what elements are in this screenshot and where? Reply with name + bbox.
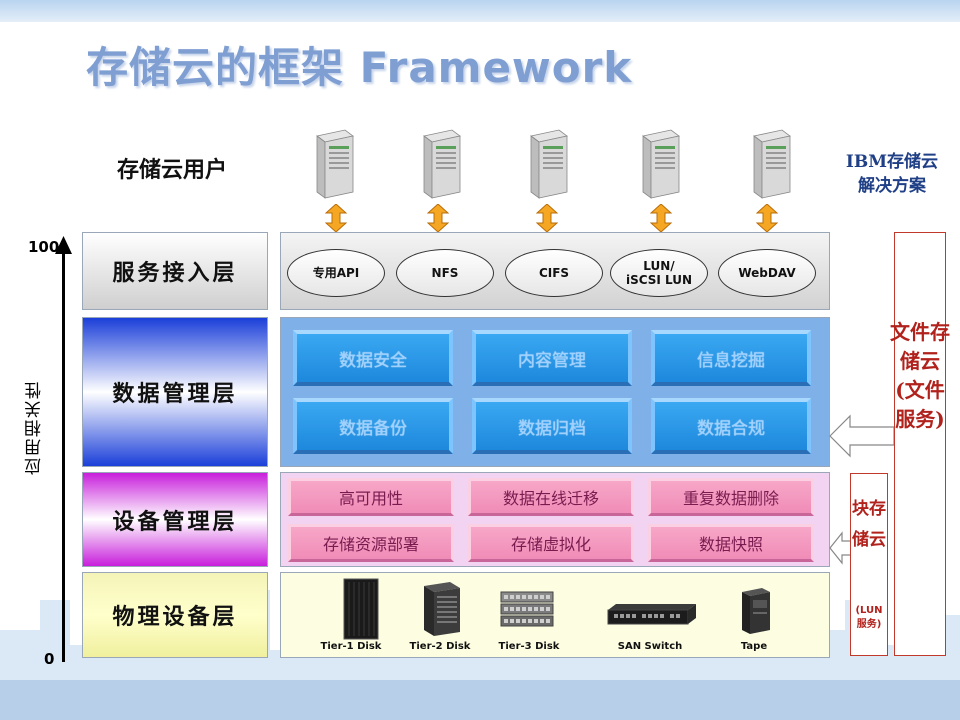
block-storage-cloud-label: 块存储云 [852,499,886,550]
protocol-ellipse: LUN/ iSCSI LUN [610,249,708,297]
layer-label-data: 数据管理层 [82,317,268,467]
server-icon [530,129,568,199]
device-label: Tier-2 Disk [409,641,471,652]
file-storage-cloud-box [894,232,946,656]
server-icon [423,129,461,199]
protocol-label: NFS [431,266,459,280]
relevance-axis-line [62,248,65,662]
data-mgmt-box: 内容管理 [472,330,632,386]
data-mgmt-box: 数据归档 [472,398,632,454]
top-decor-stripe [0,0,960,22]
device-mgmt-box: 高可用性 [288,478,454,516]
block-sub-line-2: 服务) [856,619,882,630]
file-storage-cloud-label: 文件存储云(文件服务) [890,320,950,431]
server-icon [753,129,791,199]
double-arrow-icon [536,204,558,232]
protocol-label: LUN/ iSCSI LUN [626,259,692,287]
protocol-ellipse: WebDAV [718,249,816,297]
double-arrow-icon [427,204,449,232]
block-storage-cloud-sublabel: (LUN 服务) [849,604,889,632]
axis-label: 应用相关性 [25,380,45,475]
layer-label-device: 设备管理层 [82,472,268,567]
double-arrow-icon [325,204,347,232]
protocol-label: 专用API [312,266,360,280]
file-cloud-arrow-icon [829,414,895,458]
data-mgmt-box: 数据安全 [293,330,453,386]
device-label: Tier-3 Disk [498,641,560,652]
page-title: 存储云的框架 Framework [86,43,633,92]
san-switch-icon [607,604,696,625]
protocol-label: CIFS [538,266,570,280]
protocol-label-line-1: LUN/ [643,259,675,273]
device-label: Tape [740,641,768,652]
device-label: Tier-1 Disk [320,641,382,652]
data-mgmt-box: 数据备份 [293,398,453,454]
axis-arrowhead-icon [55,236,72,254]
device-mgmt-box: 存储虚拟化 [468,524,634,562]
data-mgmt-box: 信息挖掘 [651,330,811,386]
ibm-solution-label: IBM存储云 解决方案 [832,150,952,198]
protocol-label: WebDAV [738,266,796,280]
double-arrow-icon [650,204,672,232]
protocol-ellipse: CIFS [505,249,603,297]
layer-label-physical: 物理设备层 [82,572,268,658]
block-sub-line-1: (LUN [855,605,883,616]
tier2-disk-cabinet-icon [424,582,460,636]
tier3-disk-array-icon [500,591,554,627]
axis-top-value: 100 [28,238,60,256]
server-icon [642,129,680,199]
protocol-ellipse: NFS [396,249,494,297]
layer-label-service: 服务接入层 [82,232,268,310]
tape-library-icon [742,588,770,634]
device-label: SAN Switch [617,641,683,652]
double-arrow-icon [756,204,778,232]
device-mgmt-box: 数据快照 [648,524,814,562]
device-mgmt-box: 数据在线迁移 [468,478,634,516]
tier1-disk-rack-icon [343,578,379,640]
ibm-label-line-1: IBM存储云 [845,152,939,172]
axis-bottom-value: 0 [44,650,55,668]
device-mgmt-box: 存储资源部署 [288,524,454,562]
protocol-ellipse: 专用API [287,249,385,297]
device-mgmt-box: 重复数据删除 [648,478,814,516]
block-storage-cloud-box [850,473,888,656]
server-icon [316,129,354,199]
storage-cloud-users-label: 存储云用户 [116,157,227,183]
data-mgmt-box: 数据合规 [651,398,811,454]
ibm-label-line-2: 解决方案 [858,176,926,196]
protocol-label-line-2: iSCSI LUN [625,273,693,287]
